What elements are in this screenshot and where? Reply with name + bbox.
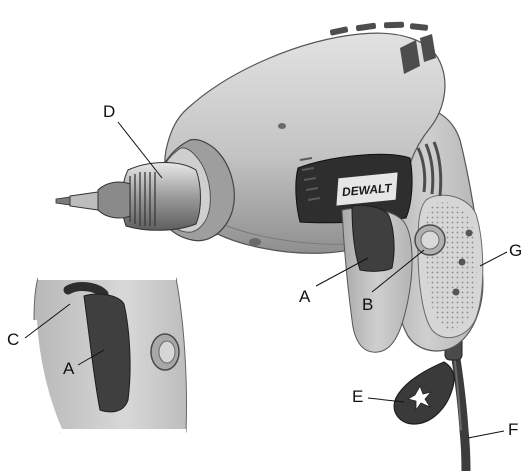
callout-label-b: B <box>362 295 374 314</box>
side-vents <box>416 141 443 197</box>
leader-G <box>479 251 508 267</box>
clip-star-hole <box>406 385 433 412</box>
chuck <box>55 162 201 231</box>
housing-screw <box>249 238 261 246</box>
callout-label-g: G <box>509 241 523 260</box>
chuck-jaws <box>69 191 99 211</box>
vent-slots <box>329 21 436 74</box>
dewalt-logo-text: DEWALT <box>341 181 393 199</box>
housing-screw <box>278 123 286 129</box>
leader-F <box>467 430 505 439</box>
handle-screw <box>465 229 473 237</box>
callout-label-a-trigger: A <box>299 287 311 306</box>
trigger-switch <box>351 204 395 272</box>
cord-wrap-clip <box>393 361 455 425</box>
dewalt-logo <box>335 171 399 207</box>
handle-screw <box>452 288 460 296</box>
leader-D <box>117 121 163 179</box>
leader-C <box>24 303 71 339</box>
inset-trigger <box>83 293 131 413</box>
inset-reverse-button <box>150 333 180 371</box>
handle-screw <box>458 258 466 266</box>
trigger-area <box>341 204 446 353</box>
brand-plate: DEWALT <box>295 153 413 224</box>
leader-E <box>367 397 405 403</box>
leader-A-main <box>315 257 369 287</box>
reverse-button <box>414 224 446 256</box>
callout-label-c: C <box>7 330 20 349</box>
callout-label-f: F <box>508 420 519 439</box>
handle-grip-texture <box>426 202 478 329</box>
callout-label-a-inset: A <box>63 359 75 378</box>
inset-view <box>31 276 188 435</box>
leader-A-inset <box>77 349 105 366</box>
leader-lines <box>24 121 508 439</box>
callout-label-d: D <box>103 102 116 121</box>
leader-B <box>371 249 425 293</box>
inset-speed-wheel <box>63 282 109 299</box>
speed-ridges <box>299 157 321 201</box>
chuck-jaw-sleeve <box>97 181 131 219</box>
callout-label-e: E <box>352 387 364 406</box>
